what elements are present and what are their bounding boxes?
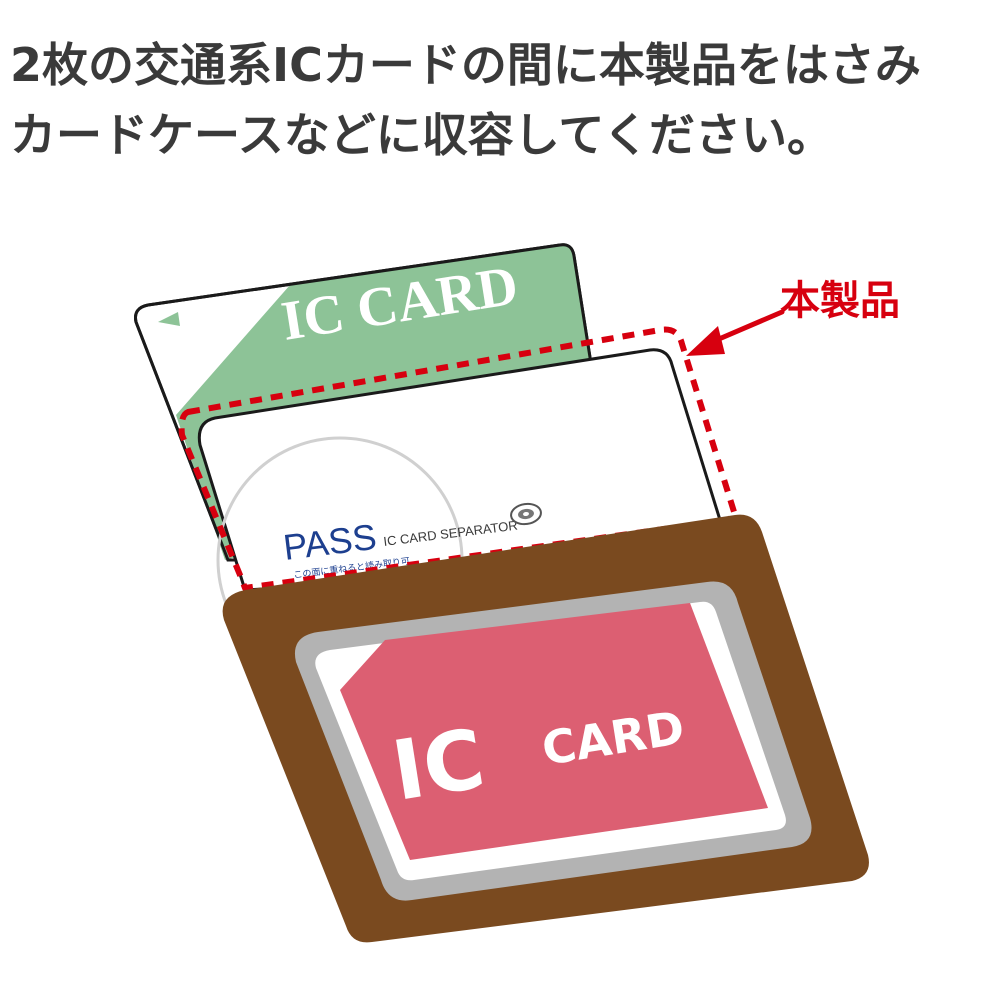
product-callout-label: 本製品 [780,278,900,324]
front-card-label-large: IC [386,712,490,820]
separator-logo-icon [510,502,542,526]
instruction-number: 2 [10,38,43,92]
callout-arrow-icon [686,309,785,356]
front-ic-card: IC CARD [340,603,768,860]
instruction-line-1-text: 枚の交通系ICカードの間に本製品をはさみ [42,38,921,92]
back-card-arrow-icon [158,312,180,326]
instruction-text: 2枚の交通系ICカードの間に本製品をはさみ カードケースなどに収容してください。 [10,30,1000,170]
instruction-line-2: カードケースなどに収容してください。 [10,108,833,162]
instruction-line-1: 2枚の交通系ICカードの間に本製品をはさみ [10,30,1000,100]
